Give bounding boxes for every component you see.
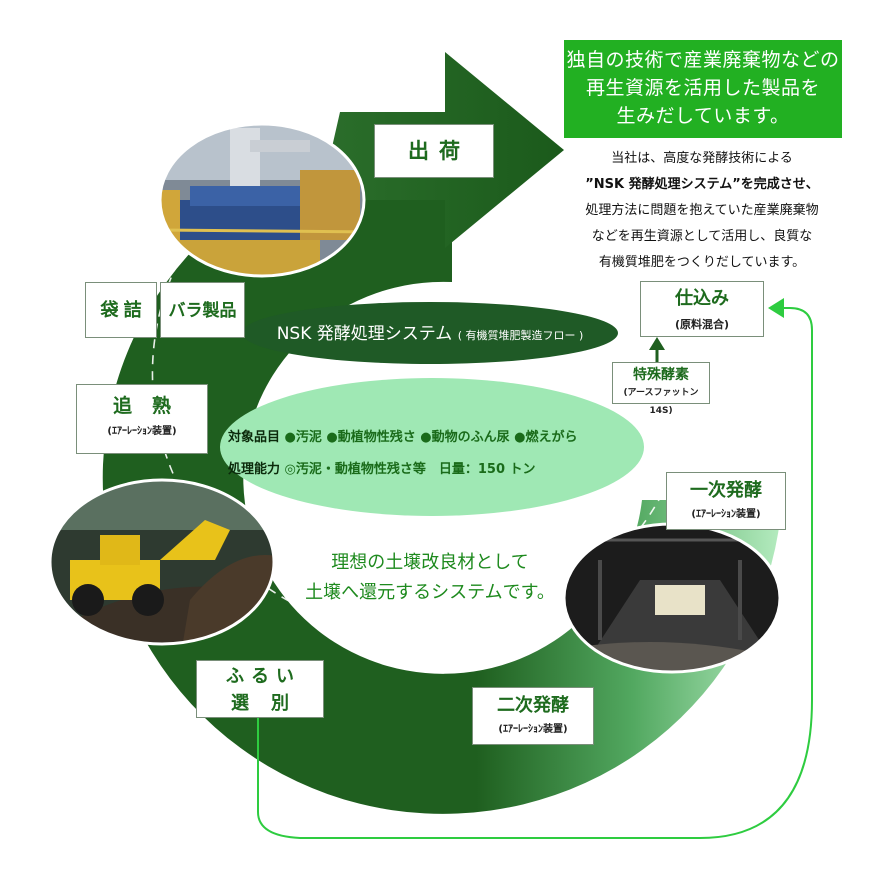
step-preparation-title: 仕込み bbox=[675, 288, 729, 309]
step-preparation: 仕込み (原料混合) bbox=[640, 281, 764, 337]
step-enzyme-sub: (アースファットン 14S) bbox=[623, 388, 699, 416]
tagline-line: 土壌へ還元するシステムです。 bbox=[305, 582, 555, 603]
step-enzyme-title: 特殊酵素 bbox=[633, 367, 689, 383]
capacity-label: 処理能力 bbox=[228, 462, 281, 477]
description-line: 処理方法に問題を抱えていた産業廃棄物 bbox=[585, 203, 819, 218]
company-description: 当社は、高度な発酵技術による ”NSK 発酵処理システム”を完成させ、 処理方法… bbox=[548, 146, 856, 276]
step-preparation-sub: (原料混合) bbox=[674, 318, 730, 331]
step-secondary-sub: (ｴｱｰﾚｰｼｮﾝ装置) bbox=[498, 724, 568, 735]
photo-fermentation-hall bbox=[564, 524, 780, 672]
tagline: 理想の土壌改良材として 土壌へ還元するシステムです。 bbox=[280, 548, 580, 608]
description-line: 有機質堆肥をつくりだしています。 bbox=[598, 255, 806, 270]
description-line: などを再生資源として活用し、良質な bbox=[591, 229, 813, 244]
step-ship-label: 出荷 bbox=[408, 139, 470, 163]
target-items-list: ●汚泥 ●動植物性残さ ●動物のふん尿 ●燃えがら bbox=[284, 430, 578, 445]
capacity-value: ◎汚泥・動植物性残さ等 日量：150 トン bbox=[284, 462, 536, 477]
system-title-text: NSK 発酵処理システム bbox=[276, 324, 453, 344]
step-ship: 出荷 bbox=[374, 124, 494, 178]
step-bulk-label: バラ製品 bbox=[168, 301, 237, 321]
headline-line: 独自の技術で産業廃棄物などの bbox=[566, 49, 840, 71]
step-secondary-fermentation: 二次発酵 (ｴｱｰﾚｰｼｮﾝ装置) bbox=[472, 687, 594, 745]
step-bagging: 袋詰 bbox=[85, 282, 157, 338]
step-primary-sub: (ｴｱｰﾚｰｼｮﾝ装置) bbox=[691, 509, 761, 520]
capacity-row: 処理能力 ◎汚泥・動植物性残さ等 日量：150 トン bbox=[228, 458, 648, 477]
step-curing: 追熟 (ｴｱｰﾚｰｼｮﾝ装置) bbox=[76, 384, 208, 454]
target-items-label: 対象品目 bbox=[228, 430, 281, 445]
step-bagging-label: 袋詰 bbox=[100, 300, 147, 321]
system-title-oval bbox=[242, 302, 618, 364]
tagline-line: 理想の土壌改良材として bbox=[331, 552, 529, 573]
recycle-loop-line bbox=[257, 307, 813, 839]
step-primary-fermentation: 一次発酵 (ｴｱｰﾚｰｼｮﾝ装置) bbox=[666, 472, 786, 530]
step-curing-sub: (ｴｱｰﾚｰｼｮﾝ装置) bbox=[107, 426, 177, 437]
description-line: 当社は、高度な発酵技術による bbox=[611, 151, 793, 166]
step-sieving-line2: 選別 bbox=[231, 693, 311, 714]
system-subtitle: ( 有機質堆肥製造フロー ) bbox=[457, 329, 584, 342]
recycle-loop-arrowhead bbox=[768, 298, 784, 318]
step-bulk-product: バラ製品 bbox=[160, 282, 245, 338]
step-sieving: ふるい 選別 bbox=[196, 660, 324, 718]
headline-line: 生みだしています。 bbox=[616, 105, 790, 127]
headline-box: 独自の技術で産業廃棄物などの 再生資源を活用した製品を 生みだしています。 bbox=[564, 40, 842, 138]
description-line: ”NSK 発酵処理システム”を完成させ、 bbox=[585, 177, 819, 192]
headline-line: 再生資源を活用した製品を bbox=[585, 77, 820, 99]
step-primary-title: 一次発酵 bbox=[690, 480, 762, 501]
target-items-row: 対象品目 ●汚泥 ●動植物性残さ ●動物のふん尿 ●燃えがら bbox=[228, 426, 648, 445]
step-curing-title: 追熟 bbox=[112, 395, 191, 417]
step-special-enzyme: 特殊酵素 (アースファットン 14S) bbox=[612, 362, 710, 416]
step-sieving-line1: ふるい bbox=[226, 666, 301, 687]
flow-dashed-path bbox=[151, 221, 694, 637]
system-info-oval bbox=[220, 378, 644, 516]
step-secondary-title: 二次発酵 bbox=[497, 695, 569, 716]
system-title: NSK 発酵処理システム ( 有機質堆肥製造フロー ) bbox=[244, 306, 616, 362]
